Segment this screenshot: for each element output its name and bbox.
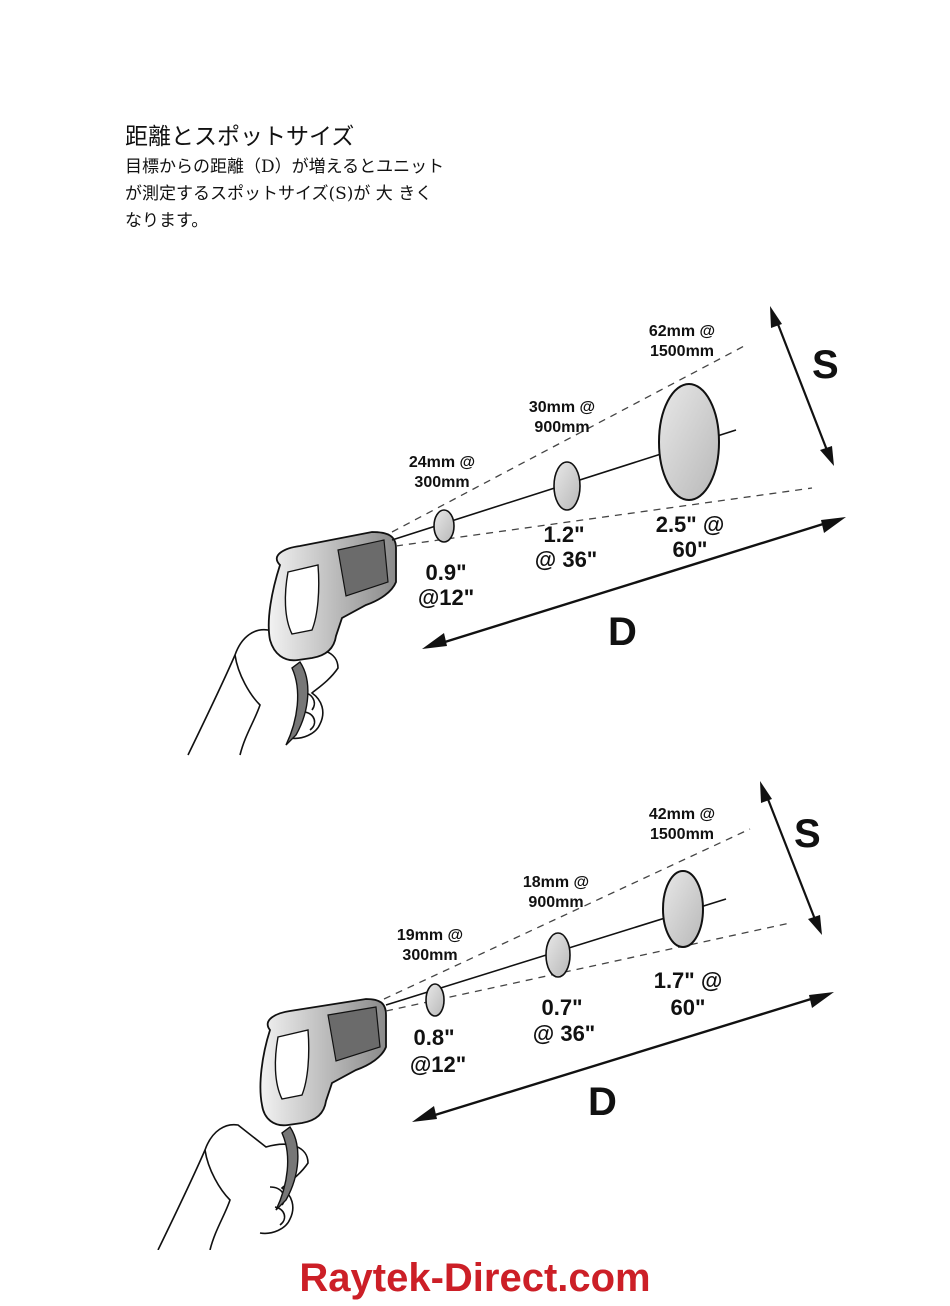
spot-mid-imperial-1: 1.2": [543, 522, 584, 547]
intro-block: 距離とスポットサイズ 目標からの距離（D）が増えるとユニット が測定するスポット…: [125, 120, 545, 235]
spot-near: [426, 984, 444, 1016]
section-title: 距離とスポットサイズ: [125, 120, 545, 154]
spot-far-imperial-2: 60": [671, 995, 706, 1020]
measurement-cone: [392, 344, 812, 546]
ir-thermometer-illustration: [269, 532, 396, 745]
spot-near-imperial-1: 0.9": [425, 560, 466, 585]
spot-mid: [546, 933, 570, 977]
spot-far-metric-1: 62mm @: [649, 323, 715, 340]
spot-far-metric-1: 42mm @: [649, 806, 715, 823]
spot-far-metric-2: 1500mm: [650, 343, 714, 360]
spot-far: [663, 871, 703, 947]
spot-far-metric-2: 1500mm: [650, 826, 714, 843]
spot-mid-metric-1: 30mm @: [529, 399, 595, 416]
spot-near-metric-2: 300mm: [414, 474, 469, 491]
spot-near-metric-1: 24mm @: [409, 454, 475, 471]
d-label: D: [608, 610, 637, 654]
spot-near-imperial-1: 0.8": [413, 1025, 454, 1050]
footer-brand-link[interactable]: Raytek-Direct.com: [0, 1256, 950, 1301]
spot-mid-imperial-2: @ 36": [535, 547, 597, 572]
spot-size-diagram-2: S D 19mm @ 300mm 18mm @ 900mm 42mm @ 150…: [0, 775, 950, 1250]
spot-near: [434, 510, 454, 542]
spot-size-arrow: [760, 781, 822, 935]
s-label: S: [794, 812, 821, 856]
intro-line-1: 目標からの距離（D）が増えるとユニット: [125, 154, 545, 181]
spot-near-metric-1: 19mm @: [397, 927, 463, 944]
intro-line-2: が測定するスポットサイズ(S)が 大 きく: [125, 181, 545, 208]
spot-near-metric-2: 300mm: [402, 947, 457, 964]
spot-near-imperial-2: @12": [418, 585, 474, 610]
d-label: D: [588, 1080, 617, 1124]
spot-near-imperial-2: @12": [410, 1052, 466, 1077]
spot-mid-imperial-1: 0.7": [541, 995, 582, 1020]
spot-far: [659, 384, 719, 500]
s-label: S: [812, 343, 839, 387]
measurement-cone: [384, 829, 790, 1011]
spot-far-imperial-2: 60": [673, 537, 708, 562]
ir-thermometer-illustration: [260, 999, 386, 1210]
spot-mid-metric-1: 18mm @: [523, 874, 589, 891]
spot-mid-metric-2: 900mm: [534, 419, 589, 436]
spot-far-imperial-1: 1.7" @: [654, 968, 723, 993]
spot-mid-metric-2: 900mm: [528, 894, 583, 911]
distance-arrow: [412, 992, 834, 1122]
spot-mid-imperial-2: @ 36": [533, 1021, 595, 1046]
spot-size-diagram-1: S D 24mm @ 300mm 30mm @ 900mm 62mm @ 150…: [0, 300, 950, 770]
spot-mid: [554, 462, 580, 510]
intro-line-3: なります。: [125, 208, 545, 235]
spot-far-imperial-1: 2.5" @: [656, 512, 725, 537]
